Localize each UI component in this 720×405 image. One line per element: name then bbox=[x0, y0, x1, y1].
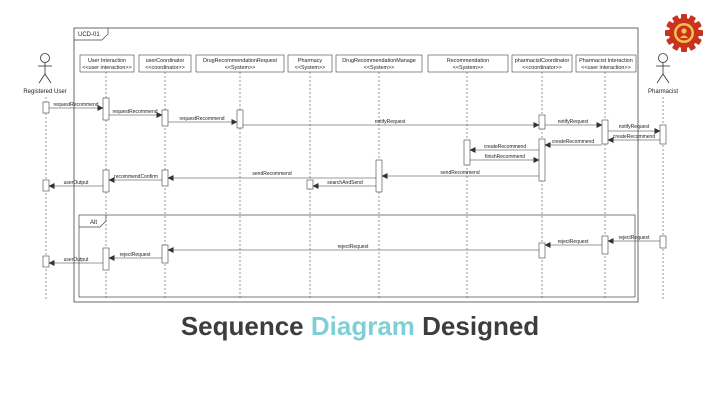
svg-text:pharmacistCoordinator: pharmacistCoordinator bbox=[515, 58, 570, 64]
activation-bar bbox=[463, 139, 471, 166]
svg-text:Recommendation: Recommendation bbox=[447, 58, 489, 64]
activation-bar bbox=[659, 124, 667, 145]
svg-text:<<System>>: <<System>> bbox=[453, 65, 484, 71]
message-label: rejectRequest bbox=[338, 244, 369, 250]
message-label: recommendConfirm bbox=[114, 174, 158, 180]
activation-bar bbox=[42, 255, 50, 268]
svg-text:<<coordinator>>: <<coordinator>> bbox=[145, 65, 185, 71]
activation-bar bbox=[161, 169, 169, 187]
actor-registered-user: Registered User bbox=[23, 53, 67, 95]
svg-text:<<System>>: <<System>> bbox=[364, 65, 395, 71]
message-label: notifyRequest bbox=[375, 119, 406, 125]
message-label: createRecommend bbox=[613, 134, 655, 140]
message-label: finishRecommend bbox=[485, 154, 525, 160]
alt-frame-label: Alt bbox=[90, 220, 97, 226]
svg-text:Pharmacist Interaction: Pharmacist Interaction bbox=[579, 58, 633, 64]
activation-bar bbox=[538, 242, 546, 259]
message-label: notifyRequest bbox=[558, 119, 589, 125]
activation-bar bbox=[601, 119, 609, 145]
svg-text:DrugRecommendationManage: DrugRecommendationManage bbox=[342, 58, 415, 64]
message-label: createRecommend bbox=[484, 144, 526, 150]
message-label: rejectRequest bbox=[619, 235, 650, 241]
lifeline-drug-recommendation-manage: DrugRecommendationManage <<System>> bbox=[335, 54, 423, 300]
university-seal-icon bbox=[665, 14, 703, 52]
caption-word-designed: Designed bbox=[422, 311, 540, 341]
message-label: requestRecommend bbox=[112, 109, 157, 115]
lifeline-recommendation: Recommendation <<System>> bbox=[427, 54, 509, 300]
svg-text:Pharmacy: Pharmacy bbox=[298, 58, 323, 64]
activation-bar bbox=[601, 235, 609, 255]
message-label: userOutput bbox=[64, 257, 89, 263]
activation-bar bbox=[161, 109, 169, 127]
actor-pharmacist: Pharmacist bbox=[648, 53, 678, 95]
stick-figure-icon bbox=[38, 53, 52, 84]
lifeline-user-coordinator: userCoordinator <<coordinator>> bbox=[138, 54, 192, 300]
activation-bar bbox=[42, 101, 50, 114]
message-arrows bbox=[48, 105, 661, 266]
stick-figure-icon bbox=[656, 53, 670, 84]
caption-word-diagram: Diagram bbox=[310, 311, 415, 341]
actor-label-registered-user: Registered User bbox=[23, 89, 66, 95]
caption-word-sequence: Sequence bbox=[180, 311, 304, 341]
activation-bar bbox=[375, 159, 383, 193]
message-labels: requestRecommend requestRecommend reques… bbox=[53, 102, 655, 263]
outer-frame bbox=[73, 27, 639, 303]
message-label: rejectRequest bbox=[558, 239, 589, 245]
activation-bar bbox=[538, 138, 546, 182]
lifeline-pharmacy: Pharmacy <<System>> bbox=[287, 54, 333, 300]
message-label: rejectRequest bbox=[120, 252, 151, 258]
activation-bar bbox=[306, 179, 314, 190]
svg-text:<<System>>: <<System>> bbox=[295, 65, 326, 71]
activation-bar bbox=[659, 235, 667, 249]
svg-text:DrugRecommendationRequest: DrugRecommendationRequest bbox=[203, 58, 278, 64]
message-label: notifyRequest bbox=[619, 124, 650, 130]
outer-frame-tab bbox=[74, 28, 109, 41]
message-label: requestRecommend bbox=[53, 102, 98, 108]
activation-bar bbox=[161, 244, 169, 264]
sequence-diagram: UCD-01 Alt Registered User Pharmacist Us… bbox=[23, 14, 703, 303]
svg-text:<<coordinator>>: <<coordinator>> bbox=[522, 65, 562, 71]
svg-text:<<System>>: <<System>> bbox=[225, 65, 256, 71]
activation-bar bbox=[236, 109, 244, 129]
slide-caption: Sequence Diagram Designed bbox=[0, 311, 720, 342]
lifeline-pharmacist-interaction: Pharmacist Interaction <<user interactio… bbox=[575, 54, 637, 300]
activation-bar bbox=[42, 179, 50, 192]
message-label: sendRecommend bbox=[252, 171, 291, 177]
svg-text:User Interaction: User Interaction bbox=[88, 58, 126, 64]
alt-frame bbox=[78, 214, 636, 298]
lifeline-drug-recommendation-request: DrugRecommendationRequest <<System>> bbox=[195, 54, 285, 300]
svg-text:<<user interaction>>: <<user interaction>> bbox=[581, 65, 630, 71]
message-label: userOutput bbox=[64, 180, 89, 186]
message-label: searchAndSend bbox=[327, 180, 363, 186]
activation-bar bbox=[102, 97, 110, 121]
activation-bar bbox=[538, 114, 546, 130]
svg-text:<<user interaction>>: <<user interaction>> bbox=[82, 65, 131, 71]
activation-bar bbox=[102, 247, 110, 271]
message-label: requestRecommend bbox=[179, 116, 224, 122]
message-label: createRecommend bbox=[552, 139, 594, 145]
svg-text:userCoordinator: userCoordinator bbox=[146, 58, 185, 64]
activation-bar bbox=[102, 169, 110, 193]
message-label: sendRecommend bbox=[440, 170, 479, 176]
activation-bars bbox=[42, 97, 667, 271]
frame-label: UCD-01 bbox=[78, 32, 100, 38]
lifeline-pharmacist-coordinator: pharmacistCoordinator <<coordinator>> bbox=[511, 54, 573, 300]
actor-label-pharmacist: Pharmacist bbox=[648, 89, 678, 95]
lifeline-user-interaction: User Interaction <<user interaction>> bbox=[79, 54, 135, 300]
